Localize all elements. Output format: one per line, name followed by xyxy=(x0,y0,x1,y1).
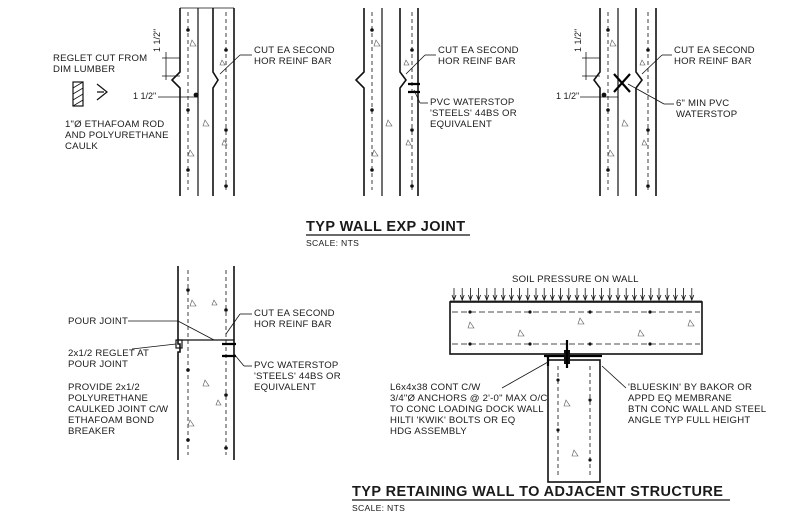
leader-pvc-waterstop-a xyxy=(413,89,428,104)
soil-arrow-head xyxy=(582,294,588,302)
leader-cut-bar-pour xyxy=(225,313,252,335)
dim-horizontal-a: 1 1/2" xyxy=(133,91,156,101)
retaining-wall-plan xyxy=(449,301,703,355)
detail-title-exp-joint: TYP WALL EXP JOINT xyxy=(306,219,466,235)
adjacent-structure-wall xyxy=(547,359,601,483)
soil-arrow-head xyxy=(607,294,613,302)
soil-arrow-head xyxy=(574,294,580,302)
steel-angle-assembly xyxy=(544,340,602,368)
leader-pour-joint xyxy=(128,320,215,341)
svg-text:SOIL PRESSURE ON WALL: SOIL PRESSURE ON WALL xyxy=(512,274,639,285)
soil-arrow-head xyxy=(681,294,686,302)
leader-cut-bar-b xyxy=(405,54,436,75)
soil-arrow-head xyxy=(517,294,522,302)
soil-arrow-head xyxy=(632,294,637,302)
soil-arrow-head xyxy=(525,294,531,302)
soil-arrow-head xyxy=(591,294,596,302)
svg-text:POUR JOINT: POUR JOINT xyxy=(68,316,128,327)
leader-angle xyxy=(501,361,549,389)
wall-section-waterstop-joint xyxy=(354,8,420,196)
soil-arrow-head xyxy=(550,294,555,302)
wall-section-min-waterstop-joint xyxy=(593,8,657,196)
detail-scale-retaining-wall: SCALE: NTS xyxy=(352,503,405,513)
soil-arrow-head xyxy=(656,294,662,302)
soil-arrow-head xyxy=(509,294,514,302)
leader-pvc-pour xyxy=(233,353,252,367)
leader-blueskin xyxy=(601,365,627,389)
dim-vertical-c: 1 1/2" xyxy=(573,29,583,52)
soil-arrow-head xyxy=(566,294,572,302)
dim-vertical-a: 1 1/2" xyxy=(152,29,162,52)
leader-reglet-pour xyxy=(131,343,177,350)
soil-arrow-head xyxy=(492,294,498,302)
soil-arrow-head xyxy=(615,294,621,302)
leader-cut-bar-c xyxy=(641,54,672,75)
leader-cut-bar-a xyxy=(219,54,252,75)
svg-text:L6x4x38 CONT C/W3/4"Ø ANCHORS: L6x4x38 CONT C/W3/4"Ø ANCHORS @ 2'-0" MA… xyxy=(390,382,547,437)
wall-section-pour-joint xyxy=(175,266,236,460)
soil-arrow-head xyxy=(689,294,695,302)
note-soil-pressure: SOIL PRESSURE ON WALL xyxy=(512,274,639,285)
soil-pressure-arrows xyxy=(450,288,702,302)
soil-arrow-head xyxy=(541,294,547,302)
soil-arrow-head xyxy=(468,294,473,302)
detail-title-retaining-wall: TYP RETAINING WALL TO ADJACENT STRUCTURE xyxy=(352,484,723,500)
soil-arrow-head xyxy=(623,294,629,302)
soil-arrow-head xyxy=(459,294,465,302)
soil-arrow-head xyxy=(648,294,654,302)
soil-arrow-head xyxy=(484,294,490,302)
soil-arrow-head xyxy=(599,294,604,302)
soil-arrow-head xyxy=(476,294,481,302)
soil-arrow-head xyxy=(673,294,678,302)
wall-section-reglet-joint xyxy=(170,7,235,196)
soil-arrow-head xyxy=(558,294,563,302)
dim-horizontal-c: 1 1/2" xyxy=(556,91,579,101)
leader-pvc-min xyxy=(627,83,674,105)
soil-arrow-head xyxy=(500,294,506,302)
dimension-min-waterstop-joint: 1 1/2" 1 1/2" xyxy=(556,29,619,101)
reglet-symbol-icon xyxy=(72,81,108,107)
soil-arrow-head xyxy=(533,294,539,302)
soil-arrow-head xyxy=(664,294,670,302)
soil-arrow-head xyxy=(451,294,457,302)
dimension-reglet-joint: 1 1/2" 1 1/2" xyxy=(133,29,199,101)
note-pour-joint: POUR JOINT xyxy=(68,316,128,327)
detail-scale-exp-joint: SCALE: NTS xyxy=(306,238,359,248)
soil-arrow-head xyxy=(640,294,645,302)
